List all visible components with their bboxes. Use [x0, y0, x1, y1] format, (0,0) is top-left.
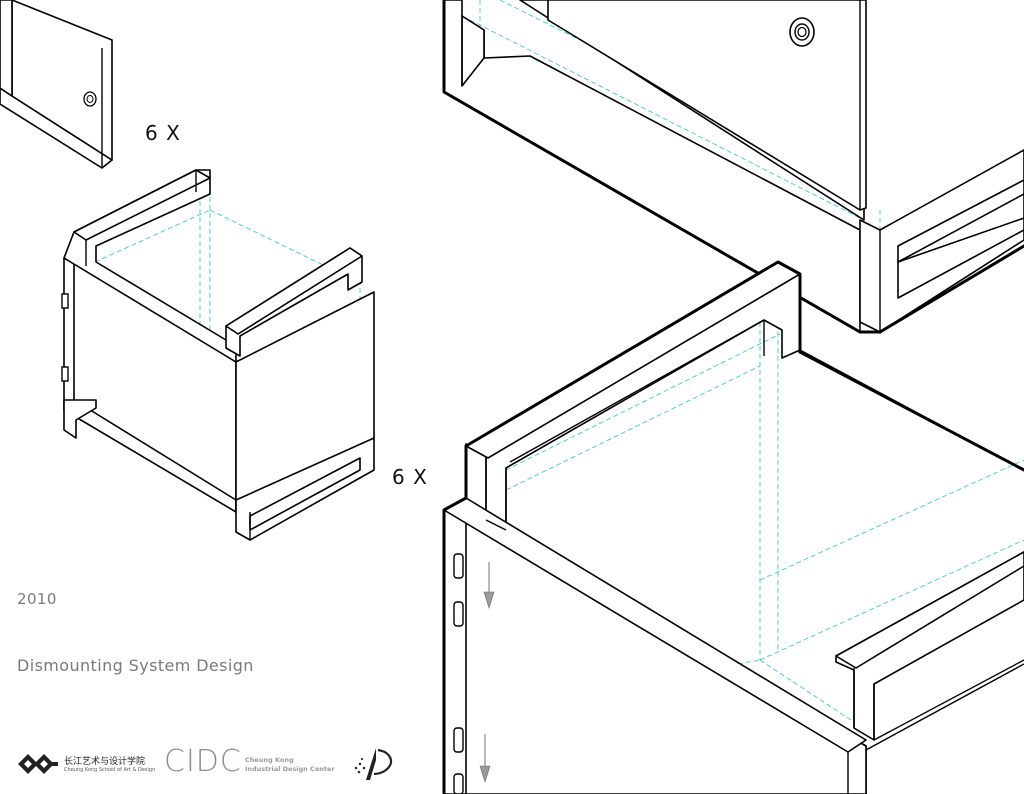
- cidc-line1: Cheung Kong: [245, 756, 294, 764]
- cksa-chinese-name: 长江艺术与设计学院: [64, 757, 146, 767]
- logo-bar: 长江艺术与设计学院 Cheung Kong School of Art & De…: [16, 744, 406, 784]
- down-arrow-icon: [479, 734, 491, 784]
- cidc-line2: Industrial Design Center: [245, 765, 335, 773]
- door-panel-small: [0, 0, 113, 169]
- project-title: Dismounting System Design: [17, 656, 254, 675]
- frame-module-large: [442, 260, 1024, 794]
- hinge-icon: [453, 553, 464, 579]
- cabinet-large-top: [442, 0, 1024, 334]
- academy-logo-icon: [354, 748, 393, 780]
- cksa-english-name: Cheung Kong School of Art & Design: [64, 767, 156, 773]
- hinge-icon: [453, 727, 464, 753]
- hinge-icon: [453, 601, 464, 627]
- quantity-label-top: 6 X: [145, 121, 181, 145]
- hinge-icon: [61, 366, 69, 382]
- down-arrow-icon: [483, 562, 495, 610]
- knob-icon: [83, 91, 97, 107]
- cksa-logo-icon: [18, 754, 58, 774]
- cidc-logo-icon: CIDC: [164, 744, 242, 779]
- hinge-icon: [453, 773, 464, 794]
- knob-icon: [789, 17, 815, 47]
- hinge-icon: [61, 293, 69, 309]
- frame-module-small: [61, 169, 375, 541]
- quantity-label-bottom: 6 X: [392, 465, 428, 489]
- cksa-logo: 长江艺术与设计学院 Cheung Kong School of Art & De…: [16, 748, 166, 780]
- year-label: 2010: [17, 590, 57, 608]
- cidc-logo: CIDC Cheung Kong Industrial Design Cente…: [164, 744, 344, 784]
